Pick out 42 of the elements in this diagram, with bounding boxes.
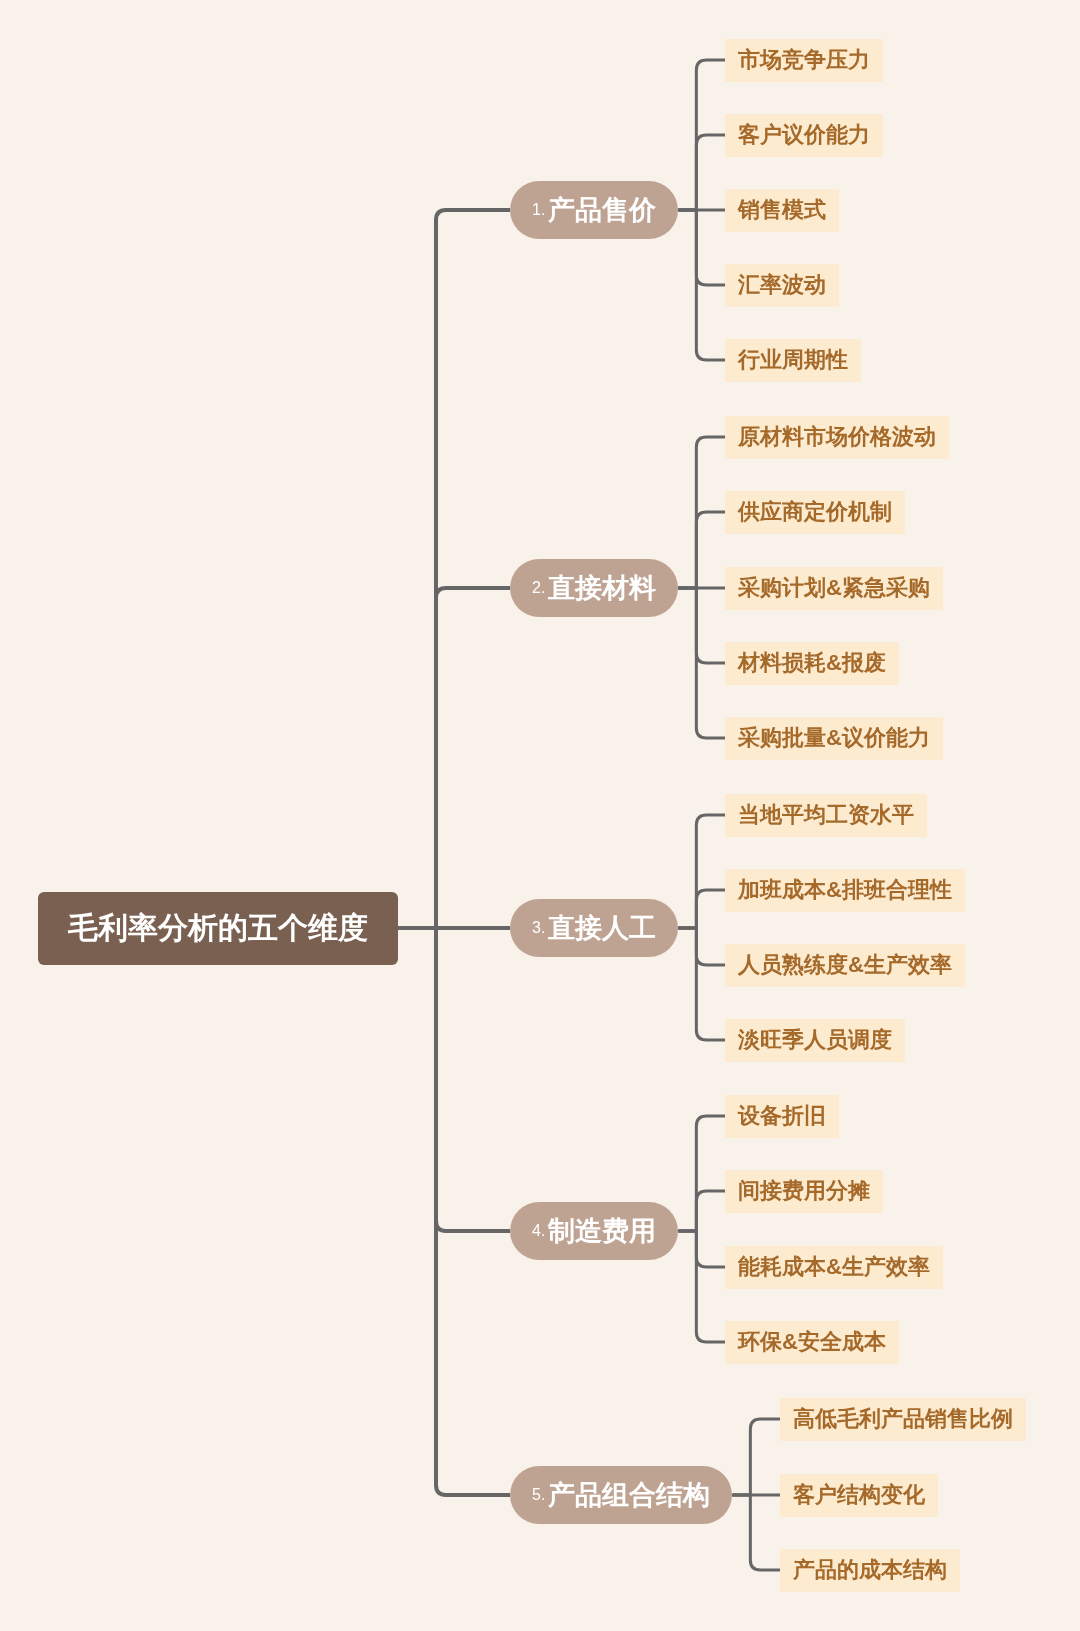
subtopic-box: 加班成本&排班合理性 (725, 868, 965, 912)
connector-line (678, 208, 725, 362)
subtopic-box: 客户结构变化 (780, 1473, 938, 1517)
list-number: 3. (532, 919, 546, 937)
subtopic-box: 设备折旧 (725, 1094, 839, 1138)
connector-line (678, 926, 725, 1042)
subtopic-box: 汇率波动 (725, 263, 839, 307)
topic-title: 直接材料 (548, 572, 657, 605)
subtopic-box: 市场竞争压力 (725, 38, 883, 82)
subtopic-box: 能耗成本&生产效率 (725, 1245, 943, 1289)
connector-line (678, 1229, 725, 1344)
subtopic-box: 当地平均工资水平 (725, 793, 927, 837)
list-number: 1. (532, 201, 546, 219)
topic-pill (510, 181, 679, 239)
list-number: 5. (532, 1486, 546, 1504)
subtopic-box: 客户议价能力 (725, 113, 883, 157)
topic-pill (510, 1466, 733, 1524)
subtopic-box: 销售模式 (725, 188, 839, 232)
connector-line (678, 586, 725, 740)
subtopic-box: 间接费用分摊 (725, 1169, 883, 1213)
list-number: 2. (532, 579, 546, 597)
topic-title: 直接人工 (548, 912, 657, 945)
subtopic-box: 行业周期性 (725, 338, 861, 382)
topic-pill (510, 559, 679, 617)
subtopic-box: 淡旺季人员调度 (725, 1018, 905, 1062)
subtopic-box: 高低毛利产品销售比例 (780, 1397, 1026, 1441)
subtopic-box: 人员熟练度&生产效率 (725, 943, 965, 987)
subtopic-box: 产品的成本结构 (780, 1548, 960, 1592)
subtopic-box: 采购批量&议价能力 (725, 716, 943, 760)
subtopic-box: 原材料市场价格波动 (725, 415, 949, 459)
topic-title: 制造费用 (548, 1215, 657, 1248)
topic-title: 产品售价 (548, 194, 657, 227)
topic-pill (510, 899, 679, 957)
subtopic-box: 环保&安全成本 (725, 1320, 899, 1364)
topic-title: 产品组合结构 (548, 1479, 711, 1512)
subtopic-box: 材料损耗&报废 (725, 641, 899, 685)
topic-pill (510, 1202, 679, 1260)
central-topic-box: 毛利率分析的五个维度 (38, 891, 398, 965)
connector-line (732, 1493, 780, 1572)
list-number: 4. (532, 1222, 546, 1240)
subtopic-box: 采购计划&紧急采购 (725, 566, 943, 610)
subtopic-box: 供应商定价机制 (725, 490, 905, 534)
